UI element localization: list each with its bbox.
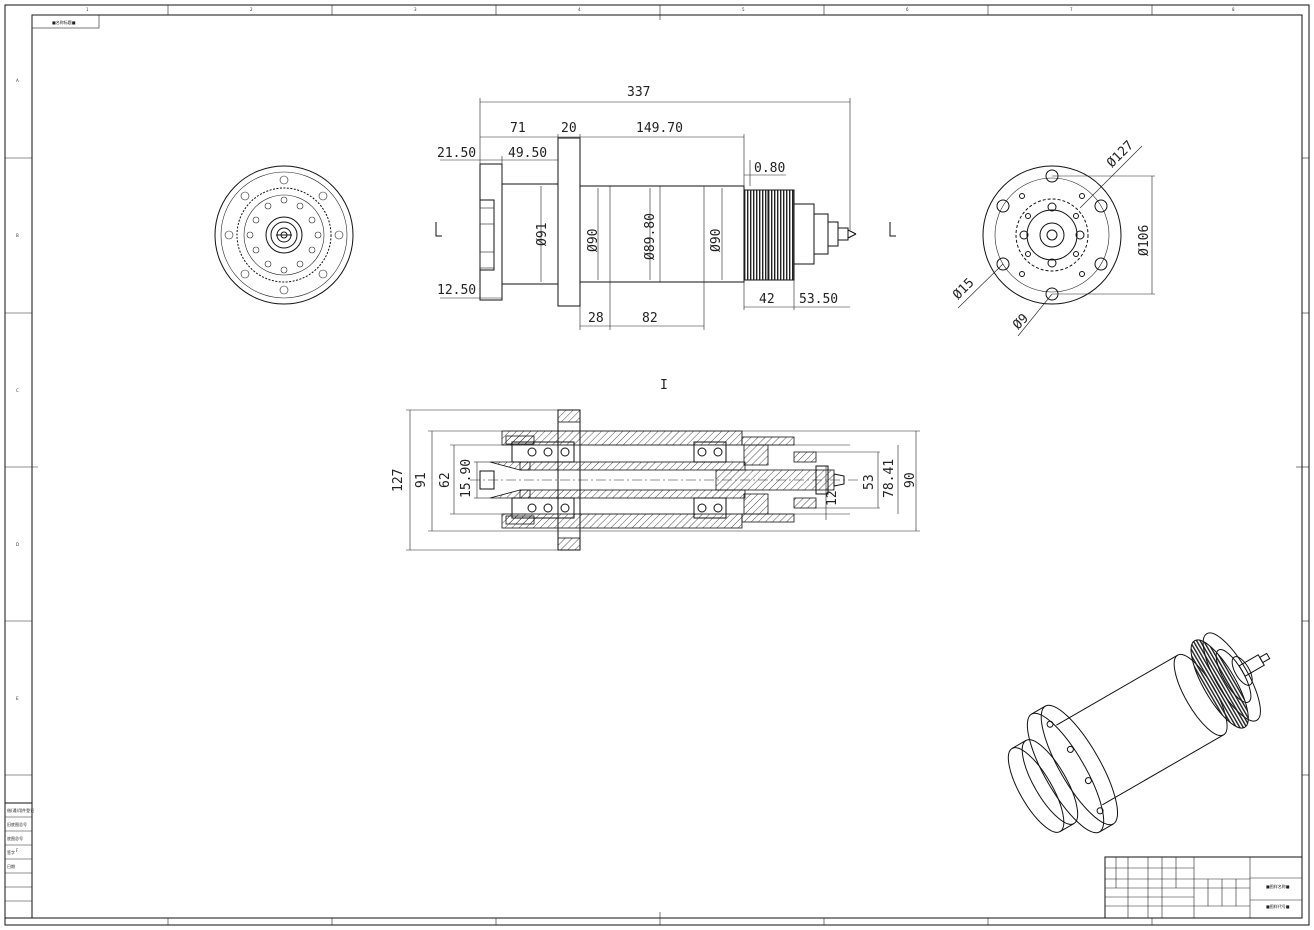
zone-col-7: 7 bbox=[1070, 7, 1073, 12]
title-drawing-number: ■图样代号■ bbox=[1266, 903, 1290, 909]
dim-20: 20 bbox=[561, 121, 577, 136]
dim-dia-15: Ø15 bbox=[950, 276, 977, 303]
dim-dia-91: Ø91 bbox=[535, 223, 550, 246]
dim-dia-90-a: Ø90 bbox=[586, 229, 601, 252]
zone-row-a: A bbox=[16, 78, 19, 83]
zone-row-f: F bbox=[16, 848, 19, 853]
zone-row-c: C bbox=[16, 388, 19, 393]
rear-end-view: Ø127 Ø106 Ø15 Ø9 bbox=[950, 138, 1155, 337]
zone-col-2: 2 bbox=[250, 7, 253, 12]
dim-149-70: 149.70 bbox=[636, 121, 683, 136]
left-block-row-3: 底图总号 bbox=[7, 835, 23, 841]
dim-12: 12 bbox=[825, 490, 840, 506]
zone-col-3: 3 bbox=[414, 7, 417, 12]
zone-row-e: E bbox=[16, 696, 19, 701]
dim-dia-89-80: Ø89.80 bbox=[643, 213, 658, 260]
zone-col-1: 1 bbox=[86, 7, 89, 12]
dim-dia-9: Ø9 bbox=[1010, 311, 1032, 333]
zone-row-b: B bbox=[16, 233, 19, 238]
left-block-row-4: 签字 bbox=[7, 849, 15, 855]
zone-col-6: 6 bbox=[906, 7, 909, 12]
zone-col-5: 5 bbox=[742, 7, 745, 12]
dim-dia-127: Ø127 bbox=[1104, 138, 1137, 171]
front-end-view bbox=[214, 165, 354, 305]
zone-col-4: 4 bbox=[578, 7, 581, 12]
dim-53: 53 bbox=[862, 474, 877, 490]
dim-12-50: 12.50 bbox=[437, 283, 476, 298]
dim-dia-106: Ø106 bbox=[1137, 225, 1152, 256]
section-label: I bbox=[660, 378, 668, 393]
dim-49-50: 49.50 bbox=[508, 146, 547, 161]
dim-28: 28 bbox=[588, 311, 604, 326]
dim-62: 62 bbox=[438, 472, 453, 488]
title-drawing-name: ■图样名称■ bbox=[1266, 883, 1290, 889]
dim-21-50: 21.50 bbox=[437, 146, 476, 161]
left-block-row-1: 借(通)用件登记 bbox=[7, 807, 34, 813]
header-tag-box bbox=[31, 14, 100, 29]
dim-90: 90 bbox=[903, 472, 918, 488]
zone-col-8: 8 bbox=[1232, 7, 1235, 12]
dim-0-80: 0.80 bbox=[754, 161, 785, 176]
zone-row-d: D bbox=[16, 542, 19, 547]
section-view: I bbox=[391, 378, 920, 551]
dim-78-41: 78.41 bbox=[882, 459, 897, 498]
left-revision-block: 借(通)用件登记 旧底图总号 底图总号 签字 日期 bbox=[4, 802, 34, 919]
dim-53-50: 53.50 bbox=[799, 292, 838, 307]
dim-71: 71 bbox=[510, 121, 526, 136]
dim-15-90: 15.90 bbox=[459, 459, 474, 498]
sheet-border: 1 2 3 4 5 6 7 8 A B C D E F ■名称标题■ bbox=[4, 4, 1310, 926]
header-tag: ■名称标题■ bbox=[52, 19, 76, 25]
dim-82: 82 bbox=[642, 311, 658, 326]
dim-127: 127 bbox=[391, 469, 406, 492]
title-block: ■图样名称■ ■图样代号■ bbox=[1104, 856, 1303, 919]
left-block-row-5: 日期 bbox=[7, 863, 15, 869]
dim-91: 91 bbox=[414, 472, 429, 488]
dim-overall: 337 bbox=[627, 85, 650, 100]
isometric-view bbox=[1007, 632, 1271, 834]
dim-42: 42 bbox=[759, 292, 775, 307]
left-block-row-2: 旧底图总号 bbox=[7, 821, 27, 827]
dim-dia-90-b: Ø90 bbox=[709, 229, 724, 252]
side-view: 337 71 20 149.70 21.50 49.50 0.80 12.50 … bbox=[435, 85, 896, 330]
